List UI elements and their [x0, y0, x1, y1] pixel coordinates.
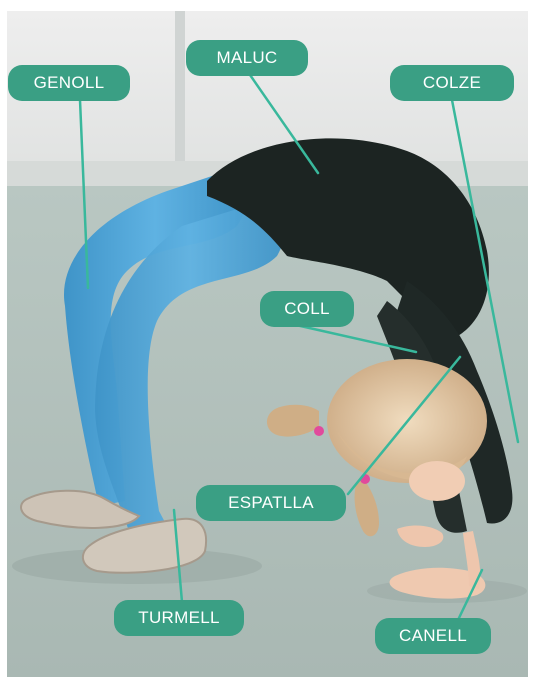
label-colze: COLZE — [390, 65, 514, 101]
label-canell: CANELL — [375, 618, 491, 654]
hair-tie-left — [314, 426, 324, 436]
gymnast-bridge-photo — [7, 11, 528, 677]
face — [409, 461, 465, 501]
label-coll: COLL — [260, 291, 354, 327]
hair-tie-right — [360, 474, 370, 484]
label-maluc: MALUC — [186, 40, 308, 76]
label-genoll: GENOLL — [8, 65, 130, 101]
photo-frame — [7, 11, 528, 677]
label-espatlla: ESPATLLA — [196, 485, 346, 521]
wall-pillar — [175, 11, 185, 186]
head-hair — [327, 359, 487, 483]
label-turmell: TURMELL — [114, 600, 244, 636]
